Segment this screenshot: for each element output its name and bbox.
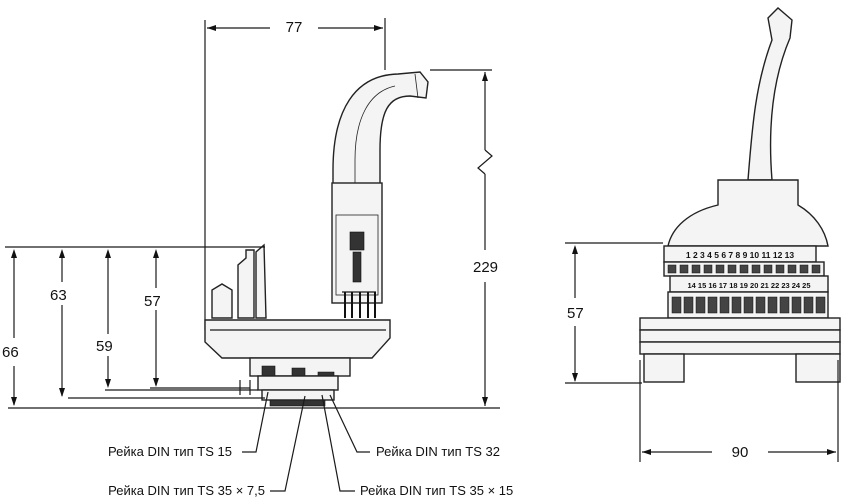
screw-terminal	[811, 264, 821, 274]
screw-terminal	[667, 264, 677, 274]
terminal-clamps	[211, 243, 267, 319]
connector-hood	[331, 182, 383, 304]
dim-66-label: 66	[2, 344, 19, 361]
dim-63-label: 63	[50, 287, 67, 304]
screw-terminal	[683, 296, 694, 314]
terminal-numbers-row-3: 14 15 16 17 18 19 20 21 22 23 24 25	[687, 281, 810, 290]
dimension-229: 229	[430, 69, 498, 406]
screw-terminal	[719, 296, 730, 314]
screw-terminal	[755, 296, 766, 314]
screw-terminal	[695, 296, 706, 314]
screw-terminal	[727, 264, 737, 274]
front-connector-hood	[667, 179, 829, 247]
front-cable	[747, 7, 793, 181]
dim-59-label: 59	[96, 338, 113, 355]
screw-terminal	[803, 296, 814, 314]
terminal-row-1: 1 2 3 4 5 6 7 8 9 10 11 12 13	[663, 245, 817, 263]
screw-terminal	[707, 296, 718, 314]
rail-leaders	[242, 391, 370, 492]
label-ts35-7-5: Рейка DIN тип TS 35 × 7,5	[108, 483, 265, 498]
screw-terminal	[767, 296, 778, 314]
terminal-numbers-row-1: 1 2 3 4 5 6 7 8 9 10 11 12 13	[686, 250, 795, 260]
dim-77-label: 77	[286, 19, 303, 36]
cable	[332, 71, 429, 186]
terminal-row-2	[663, 261, 825, 277]
dimension-90: 90	[639, 360, 839, 462]
screw-terminal	[815, 296, 826, 314]
terminal-row-3: 14 15 16 17 18 19 20 21 22 23 24 25	[669, 275, 829, 293]
front-base	[639, 317, 841, 383]
dimension-59: 59	[96, 249, 113, 388]
dimension-66: 66	[2, 249, 19, 406]
screw-terminal	[751, 264, 761, 274]
screw-terminal	[763, 264, 773, 274]
screw-terminal	[671, 296, 682, 314]
connector-pins	[344, 292, 376, 318]
screw-terminal	[691, 264, 701, 274]
screw-terminal	[775, 264, 785, 274]
screw-terminal	[739, 264, 749, 274]
din-rail-foot	[239, 357, 351, 407]
label-ts35-15: Рейка DIN тип TS 35 × 15	[360, 483, 513, 498]
dim-90-label: 90	[732, 444, 749, 461]
front-view: 1 2 3 4 5 6 7 8 9 10 11 12 13 14 15 16 1…	[565, 7, 841, 462]
screw-terminal	[787, 264, 797, 274]
dimension-77: 77	[204, 18, 386, 330]
screw-terminal	[703, 264, 713, 274]
screw-terminal	[743, 296, 754, 314]
terminal-row-4	[667, 291, 829, 319]
dimension-63: 63	[50, 249, 67, 397]
screw-terminal	[679, 264, 689, 274]
screw-terminal	[799, 264, 809, 274]
screw-terminal	[715, 264, 725, 274]
screw-terminal	[791, 296, 802, 314]
dim-229-label: 229	[473, 259, 498, 276]
screw-terminal	[731, 296, 742, 314]
dim-57-left-label: 57	[144, 293, 161, 310]
dimension-57-left: 57	[144, 249, 161, 387]
dimension-57-right: 57	[565, 242, 663, 384]
label-ts15: Рейка DIN тип TS 15	[108, 444, 232, 459]
side-view: 77	[2, 18, 513, 498]
screw-terminal	[779, 296, 790, 314]
module-base	[204, 319, 391, 359]
label-ts32: Рейка DIN тип TS 32	[376, 444, 500, 459]
dim-57-right-label: 57	[567, 305, 584, 322]
